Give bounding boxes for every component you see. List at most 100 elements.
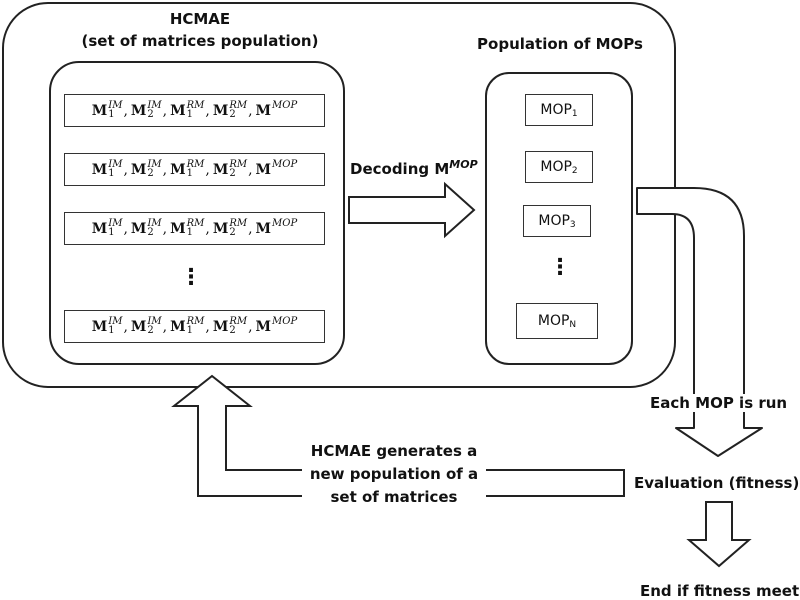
matrix-superscript: RM bbox=[229, 315, 248, 327]
matrix-separator: , bbox=[162, 102, 168, 119]
population-title: Population of MOPs bbox=[477, 35, 643, 53]
matrix-subscript: 2 bbox=[147, 167, 154, 179]
matrix-subscript: 2 bbox=[229, 108, 236, 120]
matrix-symbol: M bbox=[212, 102, 229, 119]
matrix-separator: , bbox=[205, 102, 210, 119]
matrix-symbol: M bbox=[170, 102, 186, 119]
matrix-symbol: M bbox=[130, 102, 147, 119]
matrix-superscript: MOP bbox=[272, 217, 298, 229]
matrix-superscript: RM bbox=[186, 315, 205, 327]
matrix-subscript: 1 bbox=[108, 108, 115, 120]
feedback-label: HCMAE generates a new population of a se… bbox=[302, 440, 486, 509]
matrix-superscript: IM bbox=[147, 315, 162, 327]
matrix-superscript: IM bbox=[108, 158, 123, 170]
matrix-superscript: MOP bbox=[272, 99, 298, 111]
matrix-separator: , bbox=[123, 102, 128, 119]
matrix-subscript: 1 bbox=[186, 324, 193, 336]
hcmae-subtitle: (set of matrices population) bbox=[81, 32, 319, 50]
matrix-superscript: RM bbox=[186, 158, 205, 170]
matrix-subscript: 2 bbox=[147, 226, 154, 238]
matrix-symbol: M bbox=[212, 220, 229, 237]
matrix-separator: , bbox=[205, 161, 210, 178]
matrix-symbol: M bbox=[91, 102, 108, 119]
end-arrow bbox=[686, 501, 752, 568]
matrix-superscript: RM bbox=[186, 99, 205, 111]
matrix-superscript: RM bbox=[229, 217, 248, 229]
run-arrow bbox=[636, 187, 763, 457]
matrix-subscript: 1 bbox=[108, 226, 115, 238]
matrix-separator: , bbox=[123, 318, 128, 335]
matrix-symbol: M bbox=[130, 318, 147, 335]
matrix-superscript: RM bbox=[186, 217, 205, 229]
matrix-symbol: M bbox=[91, 318, 108, 335]
decoding-arrow bbox=[348, 181, 476, 239]
matrix-symbol: M bbox=[255, 318, 272, 335]
matrix-symbol: M bbox=[170, 161, 186, 178]
matrix-subscript: 1 bbox=[108, 167, 115, 179]
matrix-superscript: IM bbox=[147, 99, 162, 111]
matrix-indices: MOP bbox=[272, 315, 298, 335]
decoding-label: Decoding MMOP bbox=[350, 158, 478, 178]
matrix-separator: , bbox=[248, 161, 253, 178]
matrix-subscript: 2 bbox=[229, 226, 236, 238]
matrix-subscript: 2 bbox=[147, 108, 154, 120]
matrix-symbol: M bbox=[91, 161, 108, 178]
matrix-separator: , bbox=[248, 102, 253, 119]
matrix-indices: MOP bbox=[272, 217, 298, 237]
end-label: End if fitness meets bbox=[640, 582, 800, 600]
matrix-superscript: RM bbox=[229, 158, 248, 170]
matrix-superscript: IM bbox=[108, 315, 123, 327]
matrix-symbol: M bbox=[130, 220, 147, 237]
matrix-separator: , bbox=[248, 318, 253, 335]
matrix-symbol: M bbox=[170, 220, 186, 237]
matrix-subscript: 2 bbox=[229, 324, 236, 336]
hcmae-heading: HCMAE (set of matrices population) bbox=[80, 8, 320, 52]
matrix-subscript: 1 bbox=[186, 167, 193, 179]
matrix-subscript: 1 bbox=[186, 226, 193, 238]
matrix-symbol: M bbox=[255, 102, 272, 119]
matrix-separator: , bbox=[162, 318, 168, 335]
matrix-symbol: M bbox=[130, 161, 147, 178]
matrix-superscript: MOP bbox=[272, 158, 298, 170]
hcmae-title: HCMAE bbox=[169, 10, 231, 28]
matrix-subscript: 2 bbox=[147, 324, 154, 336]
matrix-superscript: MOP bbox=[272, 315, 298, 327]
matrix-indices: MOP bbox=[272, 99, 298, 119]
